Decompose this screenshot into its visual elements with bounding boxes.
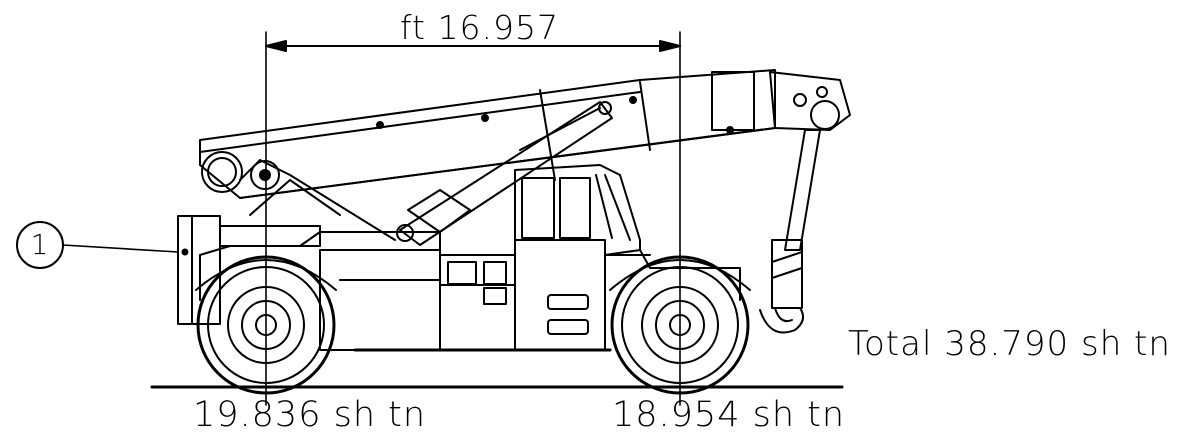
total-weight-label: Total 38.790 sh tn xyxy=(848,324,1171,364)
wheelbase-label: ft 16.957 xyxy=(400,8,559,47)
front-axle-weight-label: 19.836 sh tn xyxy=(193,395,427,435)
front-wheel xyxy=(195,255,337,395)
lift-cylinder xyxy=(396,101,613,246)
rear-wheel xyxy=(609,255,751,395)
boom-pivot xyxy=(201,151,396,241)
wheelbase-dimension xyxy=(265,40,681,52)
boom-head xyxy=(769,71,851,131)
callout-number: 1 xyxy=(30,228,50,261)
hoist-hook xyxy=(759,129,821,334)
callout-marker xyxy=(16,221,179,269)
chassis xyxy=(199,231,741,352)
main-boom xyxy=(199,69,776,199)
operator-cab xyxy=(514,164,641,251)
rear-axle-weight-label: 18.954 sh tn xyxy=(612,395,846,435)
